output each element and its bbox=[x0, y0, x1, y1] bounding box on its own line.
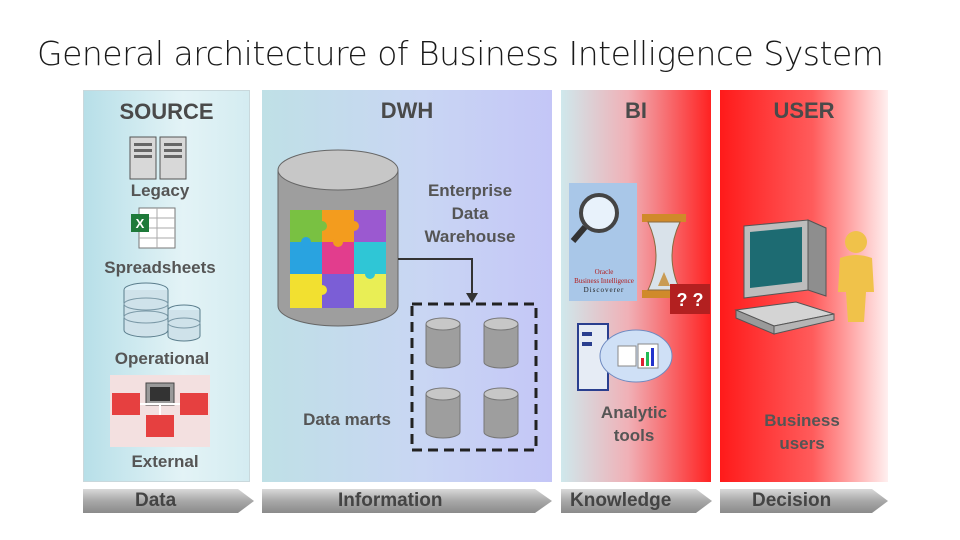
database-icon bbox=[123, 282, 201, 342]
band-knowledge-label: Knowledge bbox=[570, 490, 672, 511]
user-header: USER bbox=[773, 98, 835, 123]
band-knowledge: Knowledge bbox=[561, 489, 711, 513]
source-item-external: External bbox=[131, 452, 199, 471]
puzzle-icon bbox=[290, 210, 386, 308]
edw-label-line1: Enterprise bbox=[427, 181, 513, 200]
bi-header: BI bbox=[625, 98, 647, 123]
server-icon bbox=[129, 136, 187, 180]
band-arrows bbox=[83, 489, 888, 513]
page-title: General architecture of Business Intelli… bbox=[37, 34, 884, 73]
network-icon bbox=[110, 375, 210, 447]
band-decision-label: Decision bbox=[752, 490, 832, 511]
person-icon bbox=[838, 231, 874, 322]
source-item-operational: Operational bbox=[114, 349, 210, 368]
oracle-logo-text: Oracle Business Intelligence Discoverer bbox=[570, 268, 638, 295]
business-users-line1: Business bbox=[764, 411, 840, 430]
business-users-line2: users bbox=[779, 434, 825, 453]
spreadsheet-icon: X bbox=[131, 207, 176, 249]
computer-icon bbox=[734, 219, 835, 335]
source-item-legacy: Legacy bbox=[130, 181, 190, 200]
magnifier-icon bbox=[569, 183, 637, 301]
connector-arrow bbox=[398, 258, 478, 303]
band-data-label: Data bbox=[135, 490, 177, 511]
hourglass-icon: ? ? bbox=[642, 214, 710, 314]
analytic-tools-line2: tools bbox=[613, 426, 655, 445]
oracle-logo-line3: Discoverer bbox=[583, 286, 625, 294]
chart-icon bbox=[577, 323, 673, 391]
source-header: SOURCE bbox=[119, 99, 214, 124]
band-information: Information bbox=[262, 489, 542, 513]
edw-label-line3: Warehouse bbox=[424, 227, 516, 246]
dwh-header: DWH bbox=[380, 98, 434, 123]
data-marts-label: Data marts bbox=[303, 410, 391, 429]
svg-text:? ?: ? ? bbox=[677, 290, 704, 310]
edw-label-line2: Data bbox=[451, 204, 489, 223]
analytic-tools-line1: Analytic bbox=[600, 403, 668, 422]
band-information-label: Information bbox=[338, 490, 443, 511]
band-decision: Decision bbox=[720, 489, 888, 513]
source-item-spreadsheets: Spreadsheets bbox=[104, 258, 216, 277]
band-data: Data bbox=[83, 489, 243, 513]
data-marts-box bbox=[410, 302, 538, 452]
cylinder-icon bbox=[277, 149, 399, 327]
svg-text:X: X bbox=[136, 216, 145, 231]
oracle-logo-line2: Business Intelligence bbox=[574, 277, 634, 285]
oracle-logo-line1: Oracle bbox=[594, 268, 614, 276]
